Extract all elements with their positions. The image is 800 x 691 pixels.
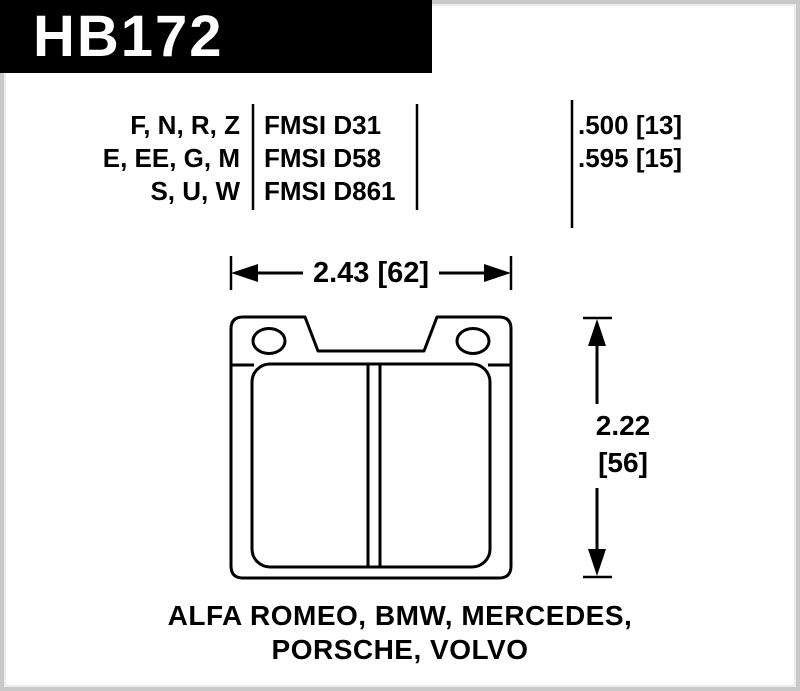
part-number-banner: HB172 [0, 0, 432, 73]
height-dimension-label: 2.22 [56] [584, 407, 662, 481]
center-slot [366, 364, 382, 567]
pad-outline [229, 315, 513, 580]
pad-thickness: .595 [15] [578, 143, 683, 173]
part-number: HB172 [33, 3, 224, 69]
pad-thickness [578, 177, 758, 205]
vehicle-applications: ALFA ROMEO, BMW, MERCEDES, PORSCHE, VOLV… [0, 599, 800, 667]
width-dimension-label: 2.43 [62] [312, 257, 430, 289]
fmsi-number: FMSI D31 [264, 110, 382, 140]
left-arrowhead-icon [231, 264, 258, 282]
down-arrowhead-icon [588, 549, 606, 576]
height-dimension-unit: [56] [598, 447, 648, 478]
ear-hole-right [455, 327, 491, 355]
compound-codes: S, U, W [150, 176, 240, 206]
right-arrowhead-icon [484, 264, 511, 282]
pad-thickness: .500 [13] [578, 110, 683, 140]
up-arrowhead-icon [588, 319, 606, 346]
fmsi-number: FMSI D861 [264, 176, 396, 206]
ear-hole-left [251, 327, 287, 355]
friction-pad-outline [250, 362, 492, 569]
applications-line-1: ALFA ROMEO, BMW, MERCEDES, [167, 600, 633, 631]
compound-codes: F, N, R, Z [130, 110, 240, 140]
applications-line-2: PORSCHE, VOLVO [271, 634, 529, 665]
compound-codes: E, EE, G, M [102, 143, 240, 173]
height-dimension-value: 2.22 [595, 410, 651, 441]
fmsi-number: FMSI D58 [264, 143, 382, 173]
